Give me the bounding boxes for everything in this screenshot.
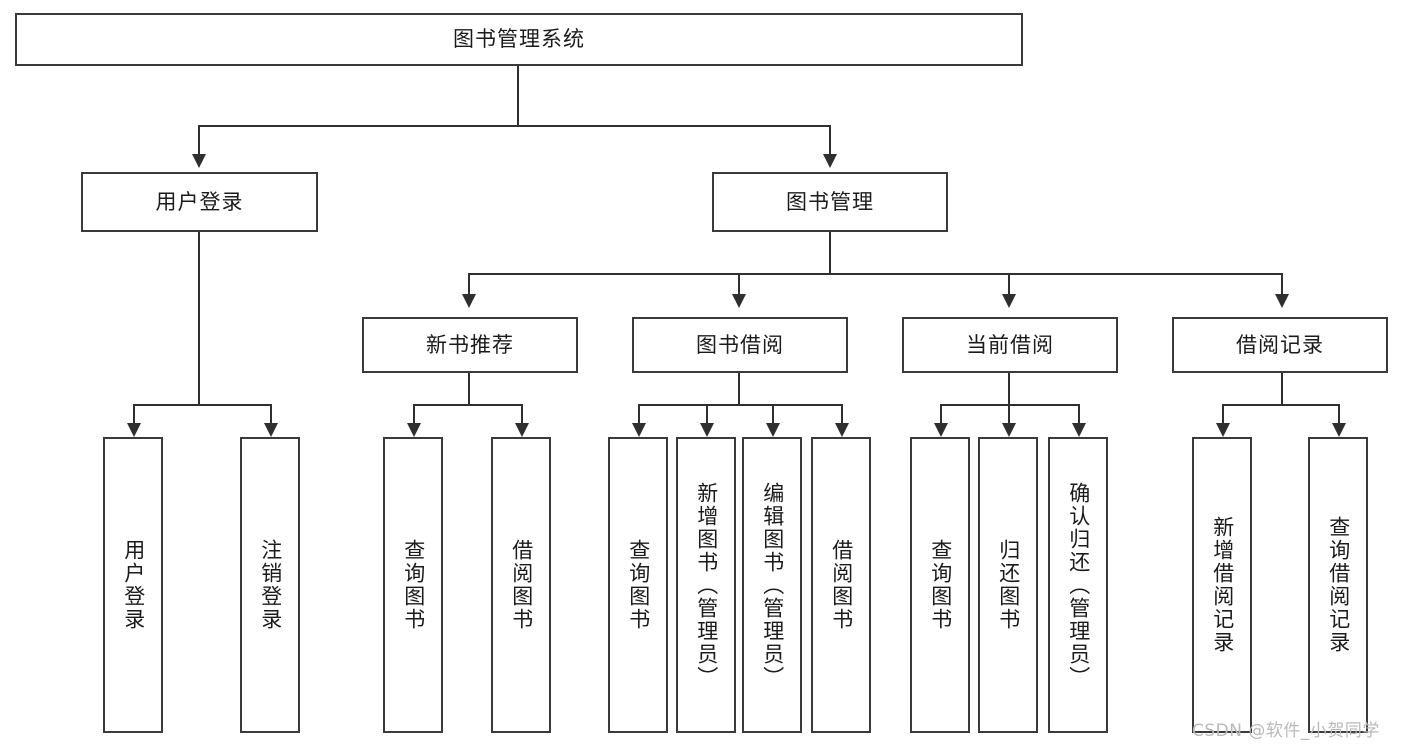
leaf-return-book[interactable]: 归还图书: [978, 437, 1038, 733]
node-borrow-record[interactable]: 借阅记录: [1172, 317, 1388, 373]
connector-new-book-stem: [468, 373, 471, 405]
node-label: 查询图书: [401, 539, 426, 631]
connector-new-book-bus: [413, 404, 523, 407]
arrow-to-new-book: [462, 294, 476, 308]
node-label: 用户登录: [121, 539, 146, 631]
node-label: 查询图书: [928, 539, 953, 631]
connector-bus-to-current-borrow: [1008, 273, 1011, 295]
connector-new-book-drop-2: [521, 404, 524, 424]
leaf-borrow-book[interactable]: 借阅图书: [811, 437, 871, 733]
node-label: 新增图书（管理员）: [694, 481, 719, 689]
connector-current-borrow-stem: [1008, 373, 1011, 405]
node-label: 查询图书: [626, 539, 651, 631]
node-label: 图书管理系统: [453, 27, 585, 51]
watermark-text: CSDN @软件_小贺同学: [1192, 721, 1380, 741]
connector-book-borrow-bus: [638, 404, 843, 407]
connector-borrow-record-drop-2: [1338, 404, 1341, 424]
leaf-add-book-admin[interactable]: 新增图书（管理员）: [676, 437, 736, 733]
node-label: 图书借阅: [696, 332, 784, 357]
node-label: 借阅图书: [509, 539, 534, 631]
node-label: 当前借阅: [966, 332, 1054, 357]
arrow-book-borrow-leaf-3: [766, 423, 780, 437]
connector-bus-to-book-borrow: [738, 273, 741, 295]
node-book-management[interactable]: 图书管理: [712, 172, 948, 232]
node-label: 图书管理: [786, 189, 874, 214]
connector-root-to-user-login: [198, 125, 201, 155]
connector-book-borrow-drop-3: [772, 404, 775, 424]
node-label: 借阅记录: [1236, 332, 1324, 357]
arrow-root-to-user-login: [192, 154, 206, 168]
connector-current-borrow-drop-1: [940, 404, 943, 424]
node-label: 归还图书: [996, 539, 1021, 631]
connector-user-login-drop-2: [270, 404, 273, 424]
leaf-query-borrow-record[interactable]: 查询借阅记录: [1308, 437, 1368, 733]
leaf-confirm-return-admin[interactable]: 确认归还（管理员）: [1048, 437, 1108, 733]
node-label: 查询借阅记录: [1326, 516, 1351, 654]
connector-current-borrow-drop-2: [1008, 404, 1011, 424]
leaf-borrow-book-recommend[interactable]: 借阅图书: [491, 437, 551, 733]
arrow-current-borrow-leaf-1: [934, 423, 948, 437]
arrow-user-login-leaf-2: [264, 423, 278, 437]
leaf-user-login[interactable]: 用户登录: [103, 437, 163, 733]
node-user-login[interactable]: 用户登录: [81, 172, 318, 232]
connector-book-borrow-drop-4: [841, 404, 844, 424]
leaf-query-book-current[interactable]: 查询图书: [910, 437, 970, 733]
connector-book-mgmt-bus: [468, 273, 1282, 276]
arrow-to-book-borrow: [732, 294, 746, 308]
arrow-new-book-leaf-1: [407, 423, 421, 437]
arrow-current-borrow-leaf-3: [1072, 423, 1086, 437]
arrow-book-borrow-leaf-4: [835, 423, 849, 437]
arrow-current-borrow-leaf-2: [1002, 423, 1016, 437]
arrow-borrow-record-leaf-1: [1216, 423, 1230, 437]
node-label: 新书推荐: [426, 332, 514, 357]
leaf-logout[interactable]: 注销登录: [240, 437, 300, 733]
node-label: 确认归还（管理员）: [1066, 481, 1091, 689]
connector-root-to-book-mgmt: [829, 125, 832, 155]
node-root-system[interactable]: 图书管理系统: [15, 13, 1023, 66]
arrow-to-current-borrow: [1002, 294, 1016, 308]
node-label: 借阅图书: [829, 539, 854, 631]
leaf-query-book-borrow[interactable]: 查询图书: [608, 437, 668, 733]
arrow-book-borrow-leaf-1: [632, 423, 646, 437]
arrow-new-book-leaf-2: [515, 423, 529, 437]
connector-borrow-record-stem: [1281, 373, 1284, 405]
connector-user-login-bus: [133, 404, 272, 407]
node-book-borrow[interactable]: 图书借阅: [632, 317, 848, 373]
arrow-root-to-book-mgmt: [823, 154, 837, 168]
node-label: 编辑图书（管理员）: [760, 481, 785, 689]
connector-borrow-record-bus: [1222, 404, 1340, 407]
arrow-user-login-leaf-1: [127, 423, 141, 437]
connector-book-borrow-drop-1: [638, 404, 641, 424]
connector-book-borrow-stem: [738, 373, 741, 405]
connector-bus-to-borrow-record: [1281, 273, 1284, 295]
arrow-book-borrow-leaf-2: [700, 423, 714, 437]
node-new-book-recommend[interactable]: 新书推荐: [362, 317, 578, 373]
connector-root-bus: [198, 125, 831, 128]
leaf-edit-book-admin[interactable]: 编辑图书（管理员）: [742, 437, 802, 733]
leaf-query-book-recommend[interactable]: 查询图书: [383, 437, 443, 733]
connector-user-login-stem: [198, 232, 201, 405]
connector-root-stem: [517, 66, 520, 126]
connector-book-mgmt-stem: [829, 232, 832, 274]
node-label: 用户登录: [155, 189, 244, 214]
connector-bus-to-new-book: [468, 273, 471, 295]
connector-borrow-record-drop-1: [1222, 404, 1225, 424]
node-label: 新增借阅记录: [1210, 516, 1235, 654]
leaf-add-borrow-record[interactable]: 新增借阅记录: [1192, 437, 1252, 733]
arrow-to-borrow-record: [1275, 294, 1289, 308]
connector-current-borrow-drop-3: [1078, 404, 1081, 424]
connector-user-login-drop-1: [133, 404, 136, 424]
connector-new-book-drop-1: [413, 404, 416, 424]
connector-book-borrow-drop-2: [706, 404, 709, 424]
arrow-borrow-record-leaf-2: [1332, 423, 1346, 437]
node-label: 注销登录: [258, 539, 283, 631]
node-current-borrow[interactable]: 当前借阅: [902, 317, 1118, 373]
